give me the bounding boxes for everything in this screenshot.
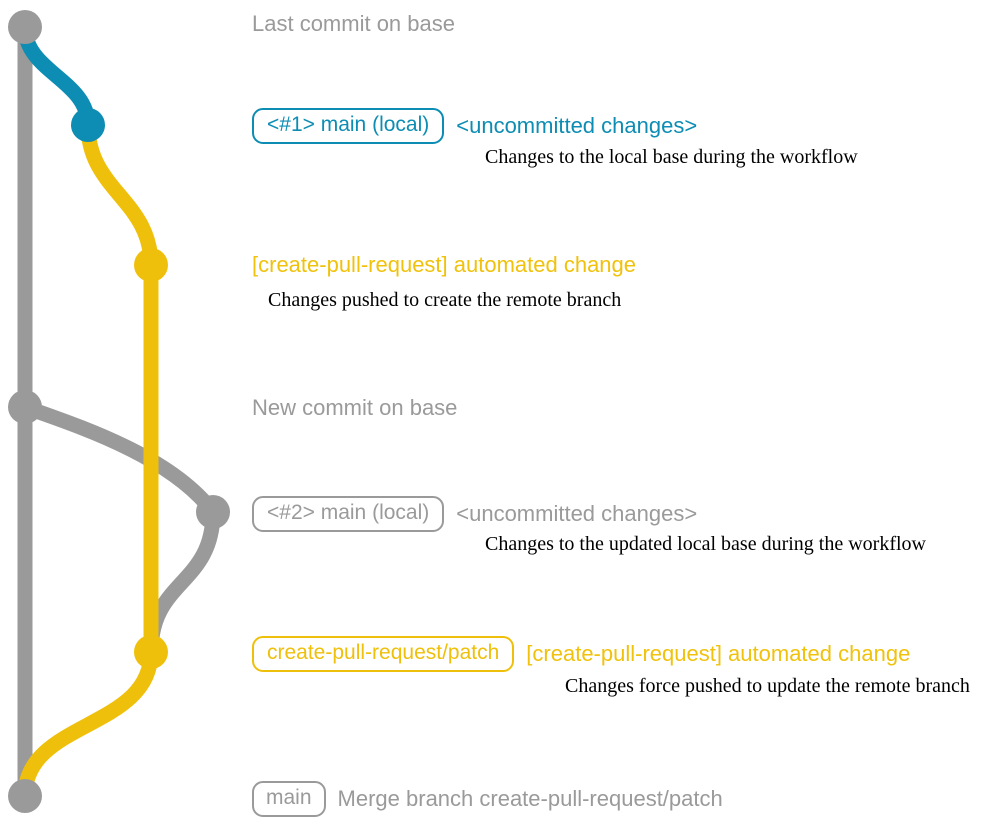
commit-row-new-commit-on-base: New commit on base [252,396,457,419]
commit-description: Changes to the local base during the wor… [485,146,858,168]
local2-to-patch2-line [143,504,221,660]
commit-subject: [create-pull-request] automated change [252,252,637,277]
commit-subject: New commit on base [252,395,458,420]
node-local-2 [196,495,230,529]
patch-lane-line [80,117,159,660]
patch-merge-line [17,644,159,804]
commit-subject: <uncommitted changes> [456,501,698,527]
commit-row-local-commit-1: <#1> main (local) <uncommitted changes> [252,108,698,145]
commit-subject: Merge branch create-pull-request/patch [337,786,723,812]
node-patch-1 [134,248,168,282]
node-base-merge [8,779,42,813]
commit-row-merge-commit: main Merge branch create-pull-request/pa… [252,781,723,818]
commit-subject: <uncommitted changes> [456,113,698,139]
node-base-top [8,10,42,44]
local-branch-line [17,19,96,133]
node-patch-2 [134,635,168,669]
commit-row-automated-change-1: [create-pull-request] automated change [252,253,636,276]
commit-description: Changes force pushed to update the remot… [565,675,970,697]
base-to-local2-line [17,399,221,520]
commit-subject: Last commit on base [252,11,455,36]
branch-badge-main-local-2[interactable]: <#2> main (local) [252,496,445,533]
branch-badge-main[interactable]: main [252,781,326,818]
commit-row-local-commit-2: <#2> main (local) <uncommitted changes> [252,496,698,533]
commit-row-last-commit-on-base: Last commit on base [252,12,455,35]
commit-graph [8,10,230,813]
branch-badge-main-local-1[interactable]: <#1> main (local) [252,108,445,145]
node-local-1 [71,108,105,142]
commit-row-automated-change-2: create-pull-request/patch [create-pull-r… [252,636,911,673]
commit-subject: [create-pull-request] automated change [526,641,911,667]
commit-description: Changes pushed to create the remote bran… [268,289,622,311]
branch-badge-create-pull-request-patch[interactable]: create-pull-request/patch [252,636,515,673]
commit-description: Changes to the updated local base during… [485,533,926,555]
node-base-new [8,390,42,424]
